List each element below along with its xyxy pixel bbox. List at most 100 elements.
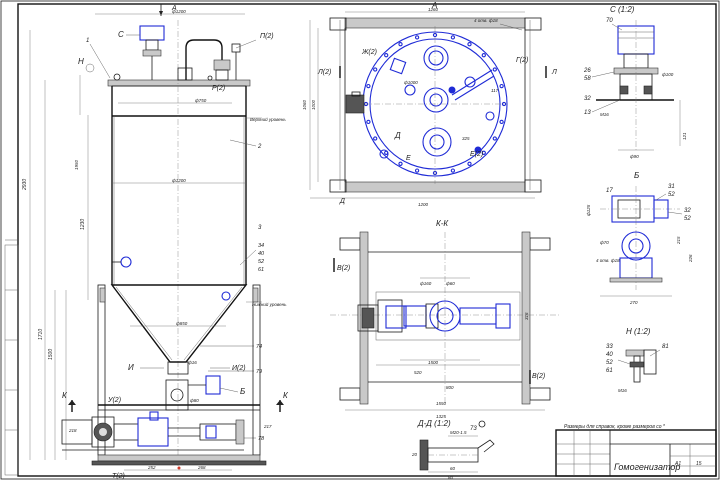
dim-16: ф16 (188, 360, 197, 365)
DD-dim-60: 60 (450, 466, 456, 471)
flange-bolt-hole (366, 119, 371, 125)
label-I2: И(2) (232, 365, 246, 372)
flange-bolt-hole (384, 53, 389, 58)
detail-B-title: Б (634, 171, 639, 180)
C-part-26: 26 (583, 68, 591, 74)
C-dim-90: ф90 (630, 154, 639, 159)
flange-bolt-hole (481, 53, 486, 58)
N-dim-M16: М16 (618, 388, 627, 393)
plan-dim-bottom: 1200 (418, 202, 429, 207)
upper-level-label: Верхний уровень (250, 116, 286, 122)
dim-252: 252 (147, 465, 156, 470)
label-K-left: К (62, 391, 68, 400)
flange-bolt-hole (366, 83, 371, 89)
dim-1230: 1230 (80, 219, 86, 230)
N-part-61: 61 (606, 368, 613, 374)
dim-2930: 2930 (22, 179, 28, 191)
N-part-52: 52 (606, 360, 613, 366)
label-L2: Л(2) (317, 69, 331, 76)
B-part-32: 32 (684, 208, 691, 214)
label-holes: 4 отв. ф18 (474, 18, 498, 23)
lower-level-label: Нижний уровень (252, 301, 287, 307)
label-G2: Г(2) (516, 57, 528, 64)
dim-218: 218 (68, 428, 77, 433)
flange-bolt-hole (398, 42, 403, 47)
flange-bolt-hole (373, 136, 378, 141)
label-P2-top: П(2) (260, 33, 274, 40)
label-C: С (118, 30, 124, 39)
flange-bolt-hole (481, 150, 486, 155)
label-D-outer: Д (339, 198, 345, 205)
label-V2-top: В(2) (337, 265, 350, 272)
DD-dim-20: 20 (411, 452, 418, 457)
dims-note: Размеры для справок, кроме размеров со * (564, 424, 666, 430)
C-part-13: 13 (584, 110, 591, 116)
detail-B: Б 17 31 52 32 52 ф125 ф70 215 4 отв. ф18… (586, 171, 693, 305)
DD-dim-80: 80 (448, 475, 454, 480)
kk-dim-1325: 1325 (436, 414, 447, 419)
front-view-arrow-label: А (171, 5, 177, 12)
label-I: И (128, 363, 134, 372)
dim-268: 268 (197, 465, 206, 470)
detail-N-title: Н (1:2) (626, 327, 651, 336)
B-part-17: 17 (606, 188, 613, 194)
flange-bolt-hole (398, 161, 403, 166)
C-part-70: 70 (606, 18, 613, 24)
dim-1950: 1950 (74, 159, 79, 170)
C-dim-100: ф100 (662, 72, 674, 77)
DD-dim-M20: М20-1.5 (450, 430, 467, 435)
plan-dim-1000: 1000 (311, 99, 316, 110)
plan-dim-top: 1260 (428, 7, 439, 12)
flange-bolt-hole (499, 83, 504, 89)
B-dim-70: ф70 (600, 240, 609, 245)
DD-part-73: 73 (470, 426, 477, 432)
detail-C: С (1:2) 70 26 58 32 13 ф100 ф90 М16 121 (583, 5, 687, 159)
detail-N: Н (1:2) 33 40 52 61 81 М16 (606, 327, 669, 393)
part-52: 52 (258, 259, 264, 265)
flange-bolt-hole (450, 168, 456, 173)
dim-750: ф750 (195, 98, 207, 103)
flange-bolt-hole (492, 67, 497, 72)
C-dim-121: 121 (682, 132, 687, 140)
flange-bolt-hole (467, 161, 472, 166)
dim-1500: 1500 (48, 349, 54, 360)
part-79: 79 (256, 369, 262, 375)
part-34: 34 (258, 243, 264, 249)
N-part-33: 33 (606, 344, 613, 350)
B-part-52a: 52 (668, 192, 675, 198)
flange-bolt-hole (414, 168, 420, 173)
kk-dim-1550: 1550 (436, 401, 447, 406)
title-block-name: Гомогенизатор (614, 462, 680, 472)
red-marker (177, 466, 181, 470)
label-N: Н (78, 57, 84, 66)
detail-DD-title: Д-Д (1:2) (417, 419, 451, 428)
label-V2-bottom: В(2) (532, 373, 545, 380)
dim-body-dia: ф1200 (172, 178, 186, 183)
plan-dim-117: 117 (491, 88, 499, 93)
part-3: 3 (258, 225, 262, 231)
B-dim-270: 270 (629, 300, 638, 305)
label-B: Б (240, 387, 245, 396)
C-dim-M16: М16 (600, 112, 609, 117)
section-K-K: К-К 1550 1500 800 520 1325 ф160 (330, 219, 560, 419)
label-D-inner: Д (394, 131, 401, 140)
plan-dim-1060: 1060 (302, 99, 307, 110)
flange-bolt-hole (501, 101, 507, 107)
flange-bolt-hole (467, 42, 472, 47)
plan-A-title: А (431, 1, 437, 10)
part-61: 61 (258, 267, 264, 273)
plan-dim-dia: ф1000 (404, 80, 418, 85)
flange-bolt-hole (499, 119, 504, 125)
title-block: Гомогенизатор А1 15 (555, 429, 717, 477)
B-dim-215: 215 (676, 236, 681, 245)
label-L: Л (551, 69, 557, 76)
B-dim-holes: 4 отв. ф18 (596, 258, 620, 263)
dim-top-dia: ф1200 (172, 9, 186, 14)
label-E2: Е(2) (470, 151, 483, 158)
flange-bolt-hole (414, 35, 420, 40)
N-part-40: 40 (606, 352, 613, 358)
label-P2: Р(2) (212, 85, 225, 92)
label-Y2: У(2) (107, 397, 121, 404)
flange-bolt-hole (373, 67, 378, 72)
